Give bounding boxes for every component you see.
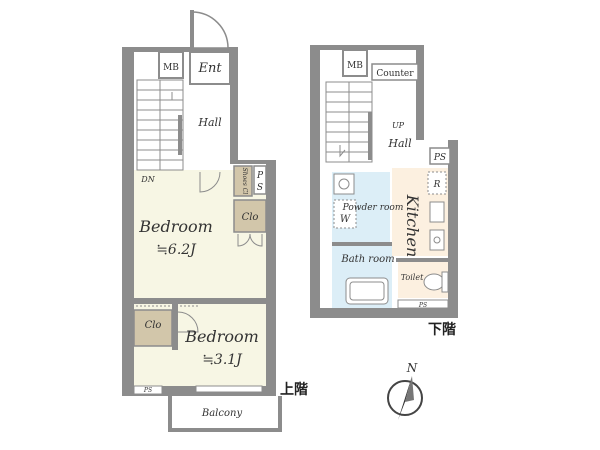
lower-washer-box (333, 199, 357, 229)
upper-dn-label: DN (140, 175, 155, 184)
upper-bedroom-small-label: Bedroom (184, 327, 259, 346)
upper-ps-small-box (133, 385, 163, 395)
upper-window-bedroom-small (195, 385, 263, 393)
upper-balcony (168, 396, 282, 432)
lower-ps-small-label: PS (418, 302, 427, 309)
upper-entrance-door-leaf (190, 10, 194, 50)
lower-stove-burner (433, 236, 441, 244)
upper-ps-s-label: S (257, 183, 263, 193)
compass: N (387, 361, 423, 420)
upper-ent-label: Ent (197, 61, 222, 76)
upper-floor-label: 上階 (280, 381, 308, 398)
upper-door-swing-clo (237, 233, 263, 247)
upper-shoe-closet (233, 165, 253, 197)
lower-bath-room-label: Bath room (340, 254, 394, 265)
lower-counter-label: Counter (376, 69, 414, 79)
upper-floor-plan: MB Ent Hall DN Shoes Cl P S Clo Bedroom … (122, 10, 308, 432)
lower-counter-box (371, 63, 419, 81)
upper-hall-area (190, 86, 230, 160)
lower-toilet-bowl (423, 273, 445, 291)
compass-north-label: N (406, 361, 418, 375)
upper-clo-left (133, 309, 173, 347)
upper-ps-p-label: P (256, 171, 264, 181)
upper-ps-small-label: PS (143, 387, 152, 394)
lower-stair-wall (368, 112, 372, 160)
upper-door-swing-bedroom-small (177, 311, 199, 333)
lower-ps-box (429, 147, 451, 165)
lower-floor-label: 下階 (428, 321, 456, 338)
upper-mb-label: MB (163, 63, 179, 73)
upper-bedroom-main-label: Bedroom (138, 217, 213, 236)
lower-toilet-tank (441, 271, 449, 293)
lower-stairs (325, 81, 373, 163)
lower-powder-room-label: Powder room (342, 203, 404, 213)
lower-mb-label: MB (347, 61, 363, 71)
upper-door-swing-hall (199, 171, 221, 193)
upper-balcony-floor (172, 396, 278, 428)
lower-w-label: W (340, 214, 351, 225)
lower-toilet-divider (396, 258, 448, 262)
upper-balcony-label: Balcony (201, 408, 243, 419)
upper-hall-label: Hall (197, 116, 222, 129)
lower-hall-label: Hall (387, 137, 412, 150)
lower-kitchen-label: Kitchen (403, 194, 422, 258)
compass-needle-tail-icon (405, 376, 414, 402)
upper-clo-small (233, 199, 267, 233)
upper-ps-box (253, 165, 267, 195)
lower-washbasin-bowl (338, 178, 350, 190)
upper-shoe-closet-label: Shoes Cl (241, 168, 248, 195)
upper-bedroom-main-size: ≒6.2J (156, 242, 197, 258)
upper-bedroom-small-size: ≒3.1J (202, 352, 243, 368)
upper-small-wall-notch (172, 304, 178, 350)
upper-clo-small-label: Clo (242, 212, 259, 223)
lower-ps-label: PS (433, 153, 446, 163)
lower-sink (429, 201, 445, 223)
lower-powder-divider (332, 242, 392, 246)
lower-ps-small-box (397, 299, 449, 309)
lower-r-label: R (433, 180, 441, 190)
upper-stair-wall (178, 115, 182, 155)
lower-floor-plan: MB Counter UP Hall PS Powder room W Kitc… (310, 45, 458, 338)
upper-mb-box (158, 51, 184, 79)
lower-bathtub-inner (349, 281, 385, 301)
lower-mb-box (342, 49, 368, 77)
upper-ent-area (189, 51, 231, 85)
lower-toilet-label: Toilet (401, 273, 424, 282)
upper-stairs (136, 79, 184, 171)
upper-clo-left-label: Clo (145, 320, 162, 331)
upper-entrance-door-swing (191, 11, 229, 49)
compass-needle-icon (398, 376, 412, 420)
upper-bedroom-divider (134, 298, 266, 304)
lower-fridge-box (427, 171, 447, 195)
lower-up-label: UP (392, 121, 405, 130)
